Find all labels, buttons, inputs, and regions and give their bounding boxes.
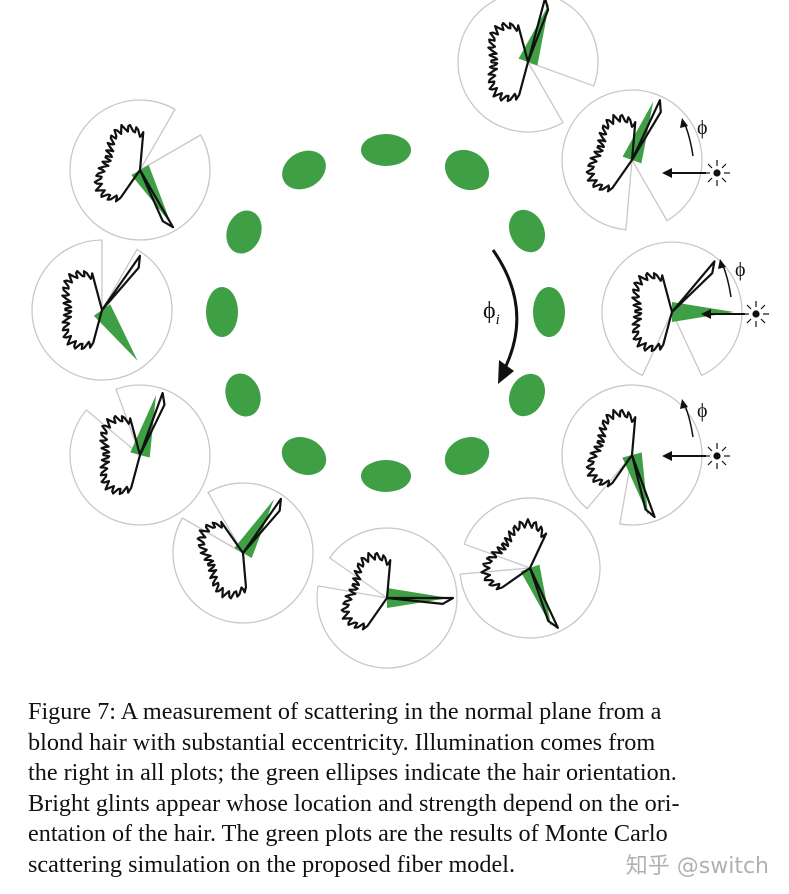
measured-lobe: [196, 497, 282, 600]
illumination-markers: ϕ ϕ: [662, 117, 769, 469]
polar-plot: [561, 89, 703, 231]
polar-plot: [601, 241, 743, 377]
orientation-ellipse: [533, 287, 565, 337]
caption-line: blond hair with substantial eccentricity…: [28, 728, 656, 756]
measured-lobe: [61, 254, 141, 351]
sun-icon: [743, 301, 769, 327]
sun-icon: [704, 443, 730, 469]
measured-lobe: [340, 551, 455, 631]
polar-plot: [172, 482, 314, 624]
polar-plots: [31, 0, 743, 669]
polar-plot: [459, 497, 601, 639]
phi-i-label: ϕi: [483, 298, 500, 328]
orientation-ellipse: [444, 149, 490, 191]
light-source-bottom: ϕ: [662, 399, 730, 469]
measured-lobe: [480, 518, 559, 629]
simulated-glint: [518, 3, 550, 66]
caption-line: the right in all plots; the green ellips…: [28, 759, 677, 786]
orientation-ellipse: [509, 209, 545, 253]
polar-outline: [69, 384, 211, 526]
polar-outline: [601, 241, 743, 377]
simulated-glint: [672, 302, 734, 322]
caption-line: entation of the hair. The green plots ar…: [28, 820, 668, 847]
measured-lobe: [585, 99, 662, 193]
simulated-glint: [93, 304, 138, 361]
phi-label: ϕ: [735, 259, 746, 281]
caption-line: Bright glints appear whose location and …: [28, 789, 680, 817]
polar-plot: [69, 99, 211, 241]
polar-outline: [172, 482, 314, 624]
caption-line: scattering simulation on the proposed fi…: [28, 850, 515, 878]
phi-i-arrow: ϕi: [483, 249, 519, 384]
polar-outline: [457, 0, 599, 133]
sun-icon: [704, 160, 730, 186]
orientation-ellipse: [509, 373, 545, 417]
orientation-ellipse: [206, 287, 238, 337]
figure-caption: Figure 7: A measurement of scattering in…: [28, 697, 770, 880]
polar-plot: [69, 384, 211, 526]
polar-plot: [316, 527, 458, 669]
light-source-middle: ϕ: [701, 259, 769, 327]
polar-outline: [31, 239, 173, 381]
orientation-ellipse: [225, 373, 261, 417]
polar-outline: [69, 99, 211, 241]
simulated-glint: [622, 452, 648, 515]
simulated-glint: [622, 101, 654, 164]
orientation-ellipse: [361, 460, 411, 492]
phi-label: ϕ: [697, 400, 708, 422]
polar-outline: [459, 497, 601, 639]
simulated-glint: [234, 499, 274, 558]
orientation-ellipse: [281, 437, 327, 475]
orientation-ellipses: [206, 134, 565, 492]
measured-lobe: [99, 391, 166, 496]
caption-line: Figure 7: A measurement of scattering in…: [28, 698, 662, 725]
polar-outline: [561, 384, 703, 526]
orientation-ellipse: [444, 437, 490, 475]
light-source-top: ϕ: [662, 117, 730, 186]
measured-lobe: [487, 0, 550, 103]
orientation-ellipse: [226, 210, 262, 254]
measured-lobe: [93, 123, 175, 229]
orientation-ellipse: [361, 134, 411, 166]
measured-lobe: [631, 260, 716, 353]
polar-outline: [316, 527, 458, 669]
scattering-figure: ϕi ϕ ϕ: [31, 0, 769, 669]
polar-plot: [31, 239, 173, 381]
measured-lobe: [585, 408, 656, 519]
orientation-ellipse: [282, 150, 326, 190]
simulated-glint: [520, 564, 552, 627]
polar-outline: [561, 89, 703, 231]
polar-plot: [561, 384, 703, 526]
phi-label: ϕ: [697, 117, 708, 139]
watermark: 知乎 @switch: [625, 854, 769, 879]
polar-plot: [457, 0, 599, 133]
